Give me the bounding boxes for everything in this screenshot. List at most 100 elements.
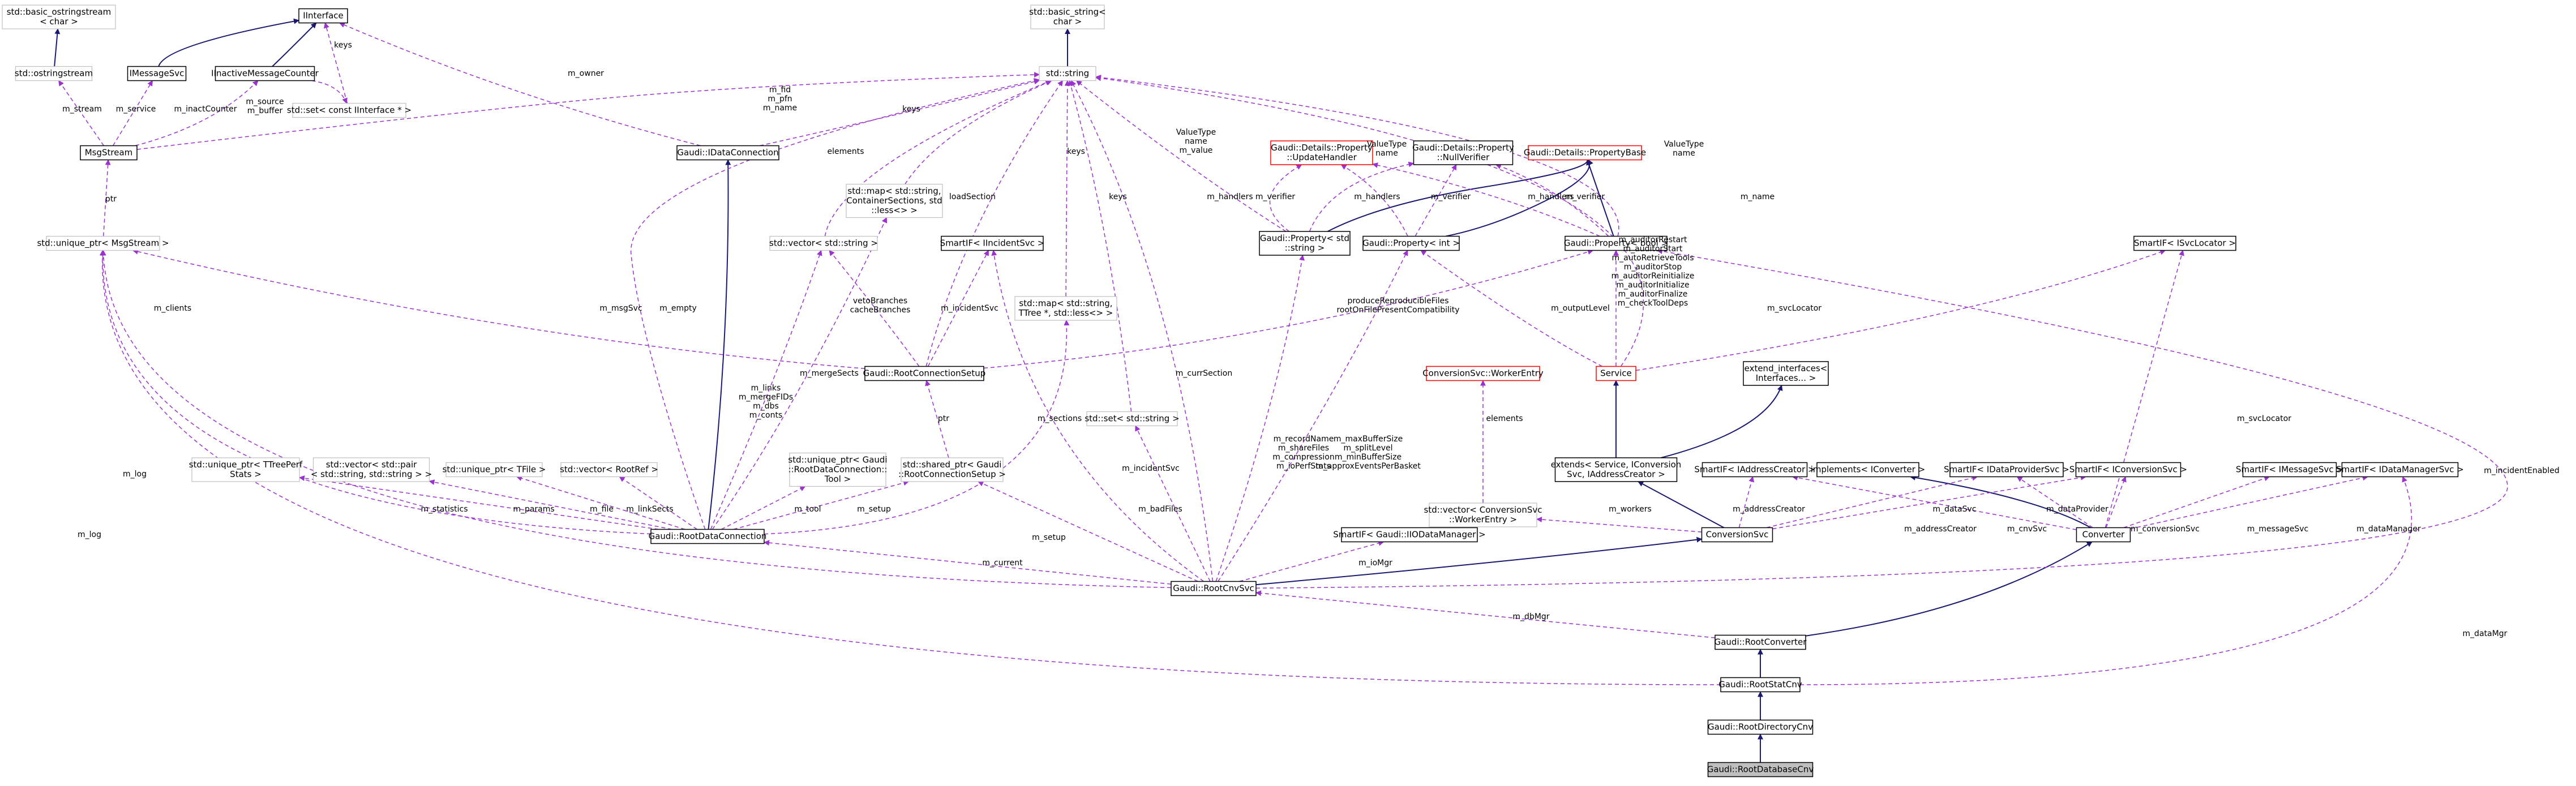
node-box <box>846 183 943 218</box>
node-box <box>1171 581 1257 596</box>
edge-label-l-incidentsvc1: m_incidentSvc <box>941 304 998 313</box>
usage-edge-converter-to-smartif_svclocator <box>2104 250 2184 528</box>
edge-label-l-file: m_file <box>590 505 614 514</box>
edge-label-text: m_ioPerfStats <box>1276 462 1331 471</box>
class-node-smartif-svclocator[interactable]: SmartIF< ISvcLocator > <box>2133 235 2236 251</box>
class-node-rootdbcnv[interactable]: Gaudi::RootDatabaseCnv <box>1707 762 1814 778</box>
class-node-vector-pair[interactable]: std::vector< std::pair< std::string, std… <box>311 457 432 482</box>
class-node-smartif-convsvc[interactable]: SmartIF< IConversionSvc > <box>2069 462 2187 478</box>
usage-edge-rootconverter-to-rootcnvsvc <box>1255 590 1716 638</box>
class-node-smartif-iodm[interactable]: SmartIF< Gaudi::IIODataManager > <box>1333 527 1486 543</box>
class-node-imessagesvc[interactable]: IMessageSvc <box>127 66 187 81</box>
usage-edge-vector_string-to-string <box>824 80 1052 237</box>
node-box <box>1362 235 1460 251</box>
class-node-extend-interfaces[interactable]: extend_interfaces<Interfaces... > <box>1743 361 1829 386</box>
class-node-uptr-tool[interactable]: std::unique_ptr< Gaudi::RootDataConnecti… <box>788 452 888 487</box>
usage-edge-rootcnvsvc-to-prop_string <box>1215 255 1305 582</box>
class-node-extends-service[interactable]: extends< Service, IConversionSvc, IAddre… <box>1551 457 1682 482</box>
edge-label-l-datasvc: m_dataSvc <box>1932 505 1976 514</box>
class-node-interface[interactable]: IInterface <box>298 8 348 24</box>
edge-label-l-linksects: m_linkSects <box>626 505 673 514</box>
edge-label-l-addrcreator1: m_addressCreator <box>1733 505 1805 514</box>
class-node-implements-iconv[interactable]: implements< IConverter > <box>1811 462 1926 478</box>
edge-label-l-elements-vs: elements <box>827 147 864 156</box>
class-node-sptr-setup[interactable]: std::shared_ptr< Gaudi::RootConnectionSe… <box>898 457 1006 482</box>
class-node-vector-rootref[interactable]: std::vector< RootRef > <box>560 462 658 478</box>
class-node-prop-int[interactable]: Gaudi::Property< int > <box>1362 235 1460 251</box>
class-node-rootdircnv[interactable]: Gaudi::RootDirectoryCnv <box>1707 719 1814 735</box>
edge-label-text: m_dbMgr <box>1512 612 1549 621</box>
node-label: Service <box>1600 368 1631 379</box>
node-box <box>1341 527 1478 543</box>
class-node-ostringstream[interactable]: std::ostringstream <box>15 66 93 81</box>
edge-label-l-datamanager: m_dataManager <box>2356 525 2421 534</box>
node-label: Tool > <box>824 474 851 484</box>
usage-edge-rootstatcnv-to-uptr_msgstream <box>99 250 1721 685</box>
class-node-idataconn[interactable]: Gaudi::IDataConnection <box>676 145 779 161</box>
class-node-conversionsvc[interactable]: ConversionSvc <box>1701 527 1773 543</box>
class-node-converter[interactable]: Converter <box>2076 527 2131 543</box>
node-label: Gaudi::RootDataConnection <box>649 531 767 542</box>
class-node-basic-string[interactable]: std::basic_string<char > <box>1029 5 1106 29</box>
node-label: std::shared_ptr< Gaudi <box>903 459 1002 470</box>
edge-label-l-elements-we: elements <box>1486 414 1523 423</box>
class-node-uptr-msgstream[interactable]: std::unique_ptr< MsgStream > <box>37 235 169 251</box>
class-node-string[interactable]: std::string <box>1039 66 1096 81</box>
class-node-map-ttree[interactable]: std::map< std::string,TTree *, std::less… <box>1014 296 1117 321</box>
class-node-smartif-addr[interactable]: SmartIF< IAddressCreator > <box>1694 462 1815 478</box>
node-label: std::string <box>1046 68 1089 79</box>
edge-label-text: m_empty <box>659 304 697 313</box>
edge-label-l-clients: m_clients <box>154 304 191 313</box>
class-node-vector-workerentry[interactable]: std::vector< ConversionSvc::WorkerEntry … <box>1424 502 1542 527</box>
class-node-smartif-msgsvc[interactable]: SmartIF< IMessageSvc > <box>2236 462 2343 478</box>
class-node-map-container[interactable]: std::map< std::string,ContainerSections,… <box>846 183 943 218</box>
class-node-vector-string[interactable]: std::vector< std::string > <box>769 235 878 251</box>
edge-label-text: m_pfn <box>768 95 792 104</box>
class-node-rootcnvsvc[interactable]: Gaudi::RootCnvSvc <box>1171 581 1257 596</box>
class-node-set-string[interactable]: std::set< std::string > <box>1085 411 1180 427</box>
edge-label-l-verifier2: m_verifier <box>1431 192 1471 201</box>
usage-edge-rootcnvsvc-to-string <box>1070 80 1214 582</box>
class-node-smartif-datamgr[interactable]: SmartIF< IDataManagerSvc > <box>2336 462 2464 478</box>
node-label: < std::string, std::string > > <box>311 469 432 479</box>
class-node-smartif-dataprov[interactable]: SmartIF< IDataProviderSvc > <box>1944 462 2069 478</box>
edge-label-l-conversionsvc: m_conversionSvc <box>2131 525 2200 534</box>
class-node-iinactive[interactable]: IInactiveMessageCounter <box>211 66 319 81</box>
inheritance-edge-rootconverter-to-converter <box>1805 541 2093 637</box>
class-node-uptr-tfile[interactable]: std::unique_ptr< TFile > <box>443 462 546 478</box>
class-node-set-interface[interactable]: std::set< const IInterface * > <box>287 102 412 118</box>
usage-edge-rootcnvsvc-to-uptr_msgstream <box>100 250 1172 589</box>
usage-edge-rootdataconn-to-map_container <box>711 217 888 530</box>
class-node-smartif-incident[interactable]: SmartIF< IIncidentSvc > <box>940 235 1045 251</box>
class-node-rootdataconn[interactable]: Gaudi::RootDataConnection <box>649 529 767 544</box>
class-node-workerentry[interactable]: ConversionSvc::WorkerEntry <box>1422 366 1544 381</box>
class-node-property-base[interactable]: Gaudi::Details::PropertyBase <box>1524 145 1646 161</box>
node-label: std::unique_ptr< MsgStream > <box>37 238 169 249</box>
class-node-prop-string[interactable]: Gaudi::Property< std::string > <box>1259 231 1351 256</box>
class-node-ostream-char[interactable]: std::basic_ostringstream< char > <box>2 5 116 29</box>
edge-label-l-owner: m_owner <box>568 69 604 78</box>
class-node-prop-bool[interactable]: Gaudi::Property< bool > <box>1564 235 1668 251</box>
node-box <box>292 102 406 118</box>
class-node-rootconnsetup[interactable]: Gaudi::RootConnectionSetup <box>863 366 986 381</box>
edge-label-text: m_mergeFIDs <box>739 393 793 402</box>
node-label: std::vector< RootRef > <box>560 465 658 475</box>
class-node-rootstatcnv[interactable]: Gaudi::RootStatCnv <box>1718 677 1802 693</box>
edge-label-text: m_compression <box>1272 453 1334 462</box>
edge-label-text: m_sections <box>1038 414 1082 423</box>
class-node-service[interactable]: Service <box>1596 366 1636 381</box>
class-node-rootconverter[interactable]: Gaudi::RootConverter <box>1715 634 1807 650</box>
node-box <box>1030 5 1105 29</box>
usage-edge-map_container-to-string <box>905 80 1052 184</box>
class-node-update-handler[interactable]: Gaudi::Details::Property::UpdateHandler <box>1270 140 1373 165</box>
edge-label-text: ValueType <box>1367 140 1407 149</box>
usage-edge-uptr_msgstream-to-msgstream <box>103 159 111 237</box>
edge-label-l-setup1: m_setup <box>857 505 891 514</box>
class-node-null-verifier[interactable]: Gaudi::Details::Property::NullVerifier <box>1412 140 1514 165</box>
class-node-msgstream[interactable]: MsgStream <box>80 145 138 161</box>
edge-label-text: m_setup <box>857 505 891 514</box>
inheritance-edge-extends_service-to-extend_interfaces <box>1661 385 1783 458</box>
node-label: SmartIF< IMessageSvc > <box>2236 465 2343 475</box>
